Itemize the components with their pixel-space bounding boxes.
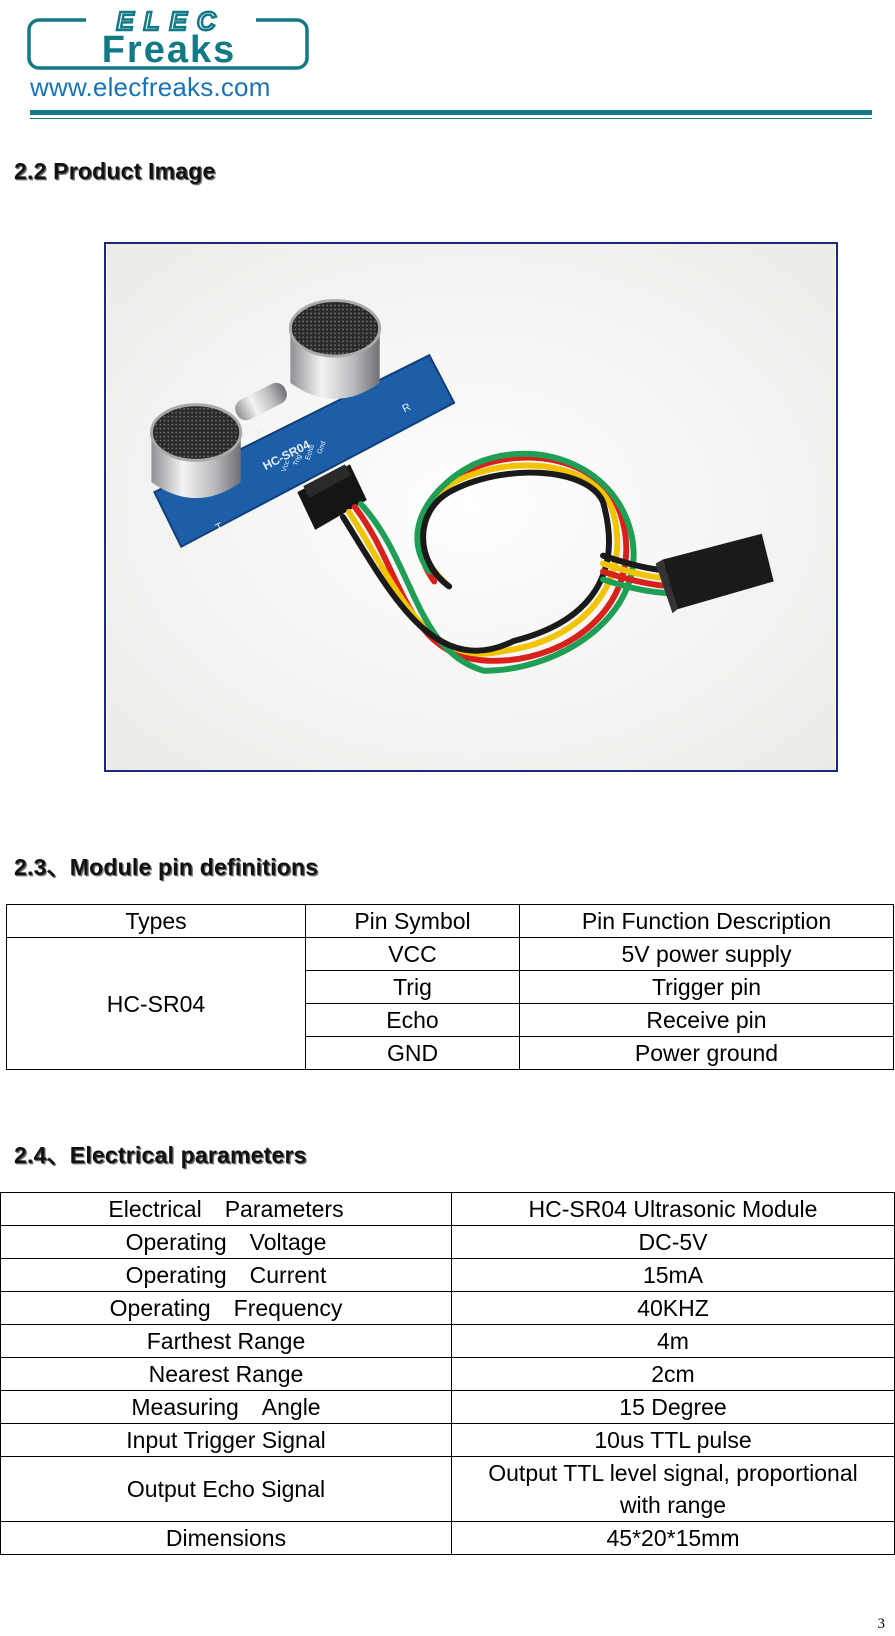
table-row: Nearest Range 2cm (0, 1357, 895, 1391)
param-cell: Output Echo Signal (0, 1456, 452, 1522)
value-cell: 10us TTL pulse (451, 1423, 895, 1457)
param-cell: Dimensions (0, 1521, 452, 1555)
table-row: Operating Frequency 40KHZ (0, 1291, 895, 1325)
pin-function-cell: Receive pin (519, 1003, 894, 1037)
board-connector (297, 464, 367, 530)
value-cell: Output TTL level signal, proportional wi… (451, 1456, 895, 1522)
value-cell: 4m (451, 1324, 895, 1358)
param-cell: Measuring Angle (0, 1390, 452, 1424)
table-row: Farthest Range 4m (0, 1324, 895, 1358)
pin-definitions-table: Types Pin Symbol Pin Function Descriptio… (6, 904, 894, 1070)
value-cell: 2cm (451, 1357, 895, 1391)
table-row: Operating Voltage DC-5V (0, 1225, 895, 1259)
section-heading-product-image: 2.2 Product Image (14, 158, 216, 184)
pin-symbol-cell: VCC (305, 937, 520, 971)
param-cell: Farthest Range (0, 1324, 452, 1358)
table-row: Operating Current 15mA (0, 1258, 895, 1292)
transducer-left (149, 403, 243, 499)
pin-symbol-cell: Echo (305, 1003, 520, 1037)
section-heading-pin-definitions: 2.3、Module pin definitions (14, 854, 319, 880)
logo-top-text: ELEC (116, 6, 225, 36)
end-connector (655, 533, 774, 614)
header-parameter: Electrical Parameters (0, 1192, 452, 1226)
value-cell: DC-5V (451, 1225, 895, 1259)
table-row: Measuring Angle 15 Degree (0, 1390, 895, 1424)
table-row: GND Power ground (7, 1036, 894, 1070)
pin-function-cell: Power ground (519, 1036, 894, 1070)
transducer-right (288, 299, 382, 399)
value-cell: 40KHZ (451, 1291, 895, 1325)
header-rule (30, 110, 872, 115)
svg-text:Vcc: Vcc (281, 459, 292, 473)
product-photo: T R HC-SR04 Y1 Vcc Trig Echo Gnd (104, 242, 838, 772)
t-label: T (214, 521, 226, 535)
param-cell: Operating Current (0, 1258, 452, 1292)
pin-function-cell: 5V power supply (519, 937, 894, 971)
svg-text:Trig: Trig (293, 453, 304, 467)
crystal-label: Y1 (252, 423, 266, 437)
value-cell: 15 Degree (451, 1390, 895, 1424)
table-header-row: Electrical Parameters HC-SR04 Ultrasonic… (0, 1192, 895, 1226)
header-pin-symbol: Pin Symbol (305, 904, 520, 938)
pin-function-cell: Trigger pin (519, 970, 894, 1004)
table-row: Output Echo Signal Output TTL level sign… (0, 1456, 895, 1522)
param-cell: Input Trigger Signal (0, 1423, 452, 1457)
header-rule-thin (30, 118, 872, 119)
section-heading-electrical: 2.4、Electrical parameters (14, 1142, 307, 1168)
svg-text:Gnd: Gnd (316, 440, 327, 455)
table-row: Dimensions 45*20*15mm (0, 1521, 895, 1555)
value-cell: 45*20*15mm (451, 1521, 895, 1555)
table-row: HC-SR04 VCC 5V power supply (6, 937, 894, 1070)
pin-symbol-cell: GND (305, 1036, 520, 1070)
header-pin-function: Pin Function Description (519, 904, 894, 938)
elecfreaks-logo: ELEC Freaks (26, 6, 312, 72)
header-module: HC-SR04 Ultrasonic Module (451, 1192, 895, 1226)
value-cell: 15mA (451, 1258, 895, 1292)
table-header-row: Types Pin Symbol Pin Function Descriptio… (6, 904, 894, 938)
site-url: www.elecfreaks.com (30, 72, 271, 102)
crystal-oscillator: Y1 (235, 382, 287, 437)
logo-bottom-text: Freaks (102, 29, 237, 71)
table-row: Echo Receive pin (7, 1003, 894, 1037)
param-cell: Operating Frequency (0, 1291, 452, 1325)
param-cell: Operating Voltage (0, 1225, 452, 1259)
param-cell: Nearest Range (0, 1357, 452, 1391)
table-row: Input Trigger Signal 10us TTL pulse (0, 1423, 895, 1457)
pcb-board: T R HC-SR04 (153, 353, 456, 549)
page-number: 3 (877, 1616, 886, 1632)
module-type-cell: HC-SR04 (6, 937, 306, 1070)
cable-wires (339, 450, 686, 674)
header-types: Types (6, 904, 306, 938)
pin-symbol-cell: Trig (305, 970, 520, 1004)
electrical-parameters-table: Electrical Parameters HC-SR04 Ultrasonic… (0, 1192, 895, 1555)
